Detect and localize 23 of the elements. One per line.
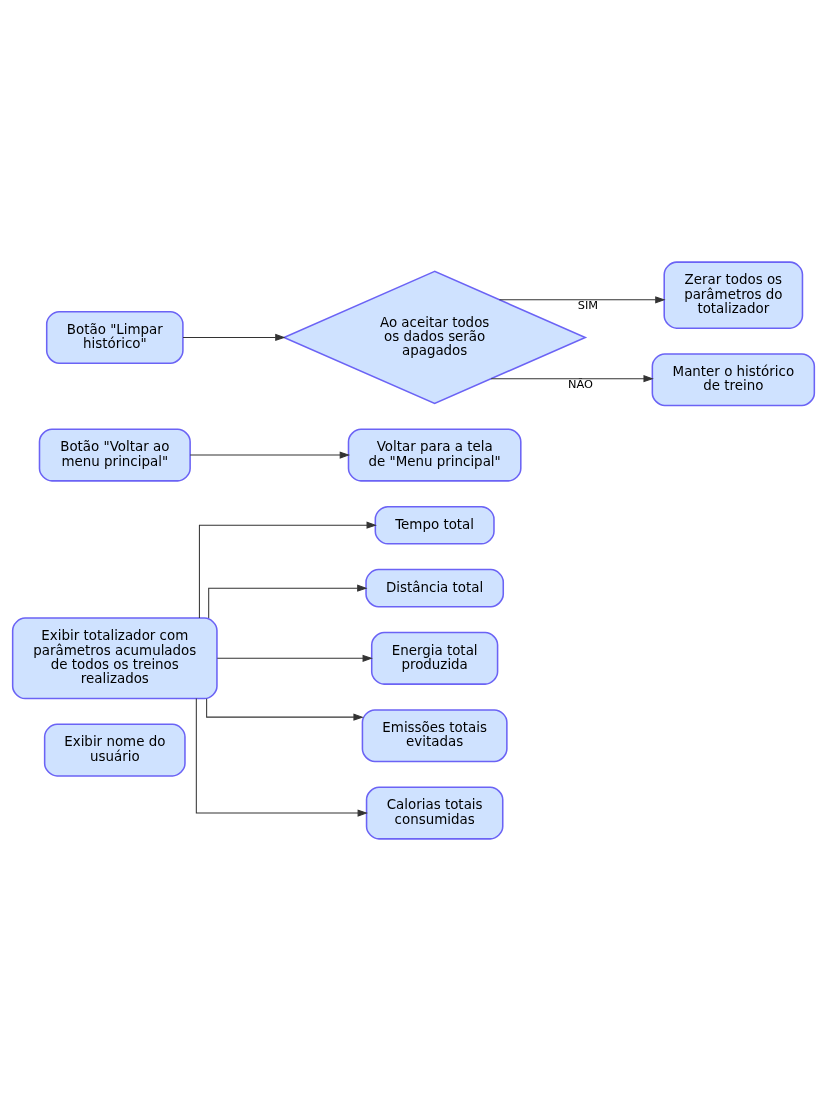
arrow xyxy=(189,450,350,459)
node-box: Zerar todos os parâmetros do totalizador xyxy=(663,260,804,329)
node-box: Exibir totalizador com parâmetros acumulados de todos os treinos realizados xyxy=(11,616,218,699)
arrow xyxy=(198,521,377,619)
arrow xyxy=(208,584,368,618)
node-box: Voltar para a tela de "Menu principal" xyxy=(347,428,522,482)
node-box: Energia total produzida xyxy=(370,631,499,685)
arrow xyxy=(182,333,286,341)
arrow xyxy=(195,697,368,817)
node-box: Calorias totais consumidas xyxy=(365,786,504,840)
edge-label: SIM xyxy=(577,297,599,312)
arrow xyxy=(490,374,654,382)
node-box: Botão "Voltar ao menu principal" xyxy=(38,428,191,482)
arrow xyxy=(206,697,364,721)
node-box: Manter o histórico de treino xyxy=(651,352,816,406)
node-box: Botão "Limpar histórico" xyxy=(45,310,184,364)
node-box: Emissões totais evitadas xyxy=(361,708,508,762)
arrow xyxy=(498,295,666,303)
arrow xyxy=(216,654,373,662)
node-box: Distância total xyxy=(365,568,505,607)
node-box: Tempo total xyxy=(374,505,495,545)
node-box: Exibir nome do usuário xyxy=(43,723,186,777)
edge-label: NÃO xyxy=(567,376,593,391)
